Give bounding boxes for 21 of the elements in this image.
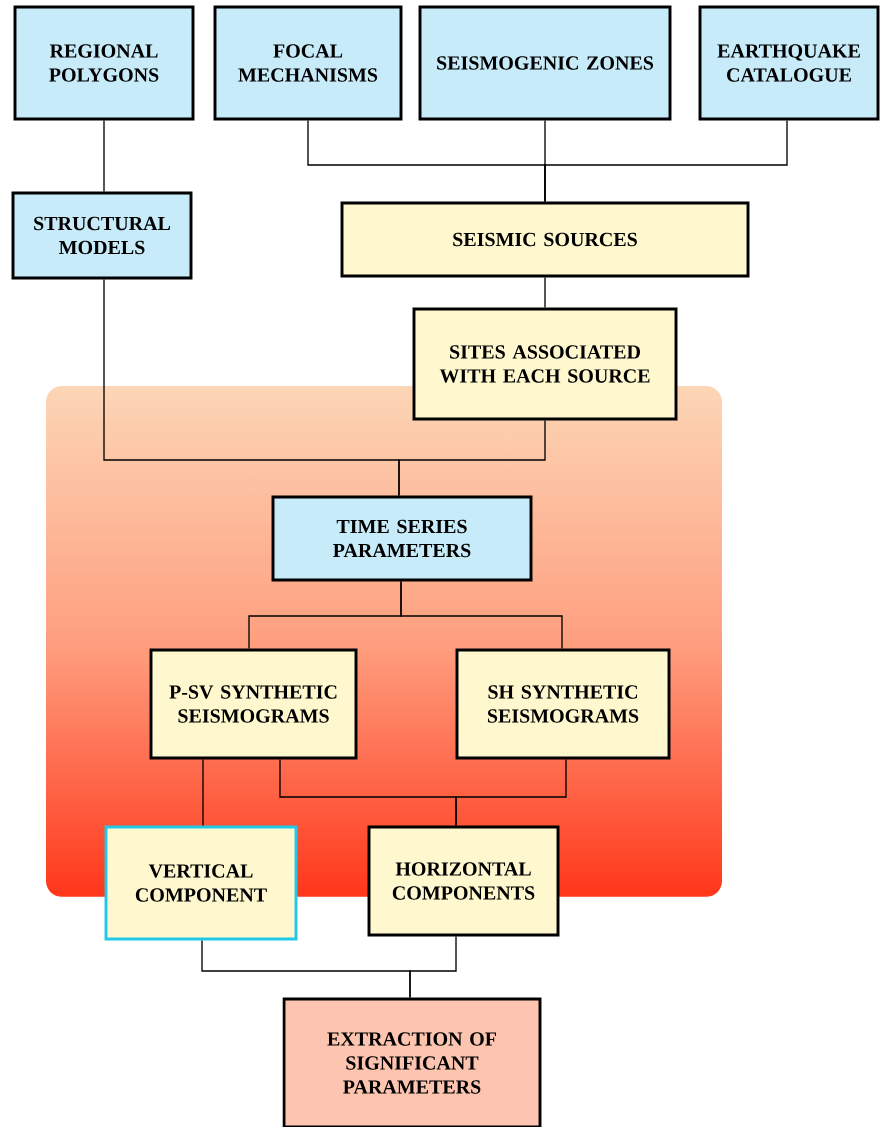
process-box: EARTHQUAKE CATALOGUE bbox=[698, 5, 880, 121]
connector-line bbox=[398, 419, 546, 497]
process-box: TIME SERIES PARAMETERS bbox=[271, 495, 533, 582]
process-box: SH SYNTHETIC SEISMOGRAMS bbox=[455, 648, 671, 760]
process-box: REGIONAL POLYGONS bbox=[13, 5, 195, 121]
process-box: VERTICAL COMPONENT bbox=[104, 825, 298, 941]
connector-line bbox=[455, 758, 567, 827]
connector-line bbox=[544, 276, 546, 309]
process-box: EXTRACTION OF SIGNIFICANT PARAMETERS bbox=[282, 997, 542, 1127]
process-box: HORIZONTAL COMPONENTS bbox=[367, 825, 560, 937]
process-box: FOCAL MECHANISMS bbox=[213, 5, 403, 121]
process-box: STRUCTURAL MODELS bbox=[11, 191, 193, 280]
connector-line bbox=[103, 119, 105, 193]
connector-line bbox=[202, 758, 204, 827]
process-box: SEISMOGENIC ZONES bbox=[418, 5, 672, 121]
connector-line bbox=[544, 119, 788, 203]
process-box: SITES ASSOCIATED WITH EACH SOURCE bbox=[412, 307, 678, 421]
process-box: P-SV SYNTHETIC SEISMOGRAMS bbox=[149, 648, 358, 760]
process-box: SEISMIC SOURCES bbox=[340, 201, 750, 278]
connector-line bbox=[400, 580, 563, 650]
connector-line bbox=[409, 935, 457, 999]
